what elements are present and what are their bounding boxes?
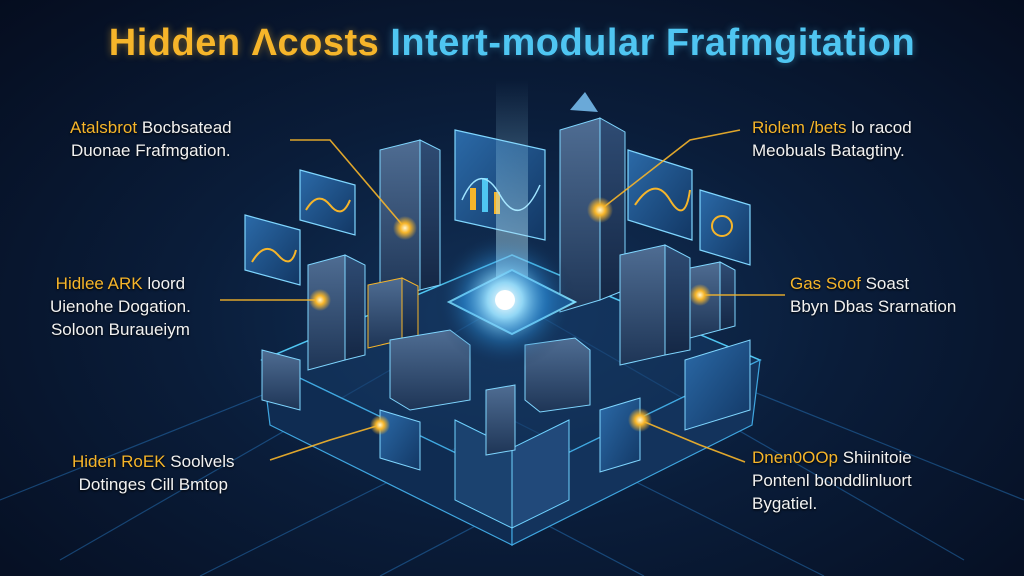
callout-text: Duonae Frafmgation. (70, 141, 231, 160)
callout-text: Soloon Buraueiym (50, 320, 190, 339)
callout-highlight: Riolem /bets (752, 118, 847, 137)
callout-text: Meobuals Batagtiny. (752, 141, 905, 160)
callout-node (628, 408, 652, 432)
callout-node (309, 289, 331, 311)
callout-text: Soolvels (165, 452, 235, 471)
main-title: Hidden Λcosts Intert-modular Frafmgitati… (0, 22, 1024, 65)
building-left-small (367, 277, 419, 349)
callout-top-right: Riolem /bets lo racod Meobuals Batagtiny… (752, 116, 912, 162)
callout-text: loord (142, 274, 186, 293)
callout-text: lo racod (846, 118, 912, 137)
callout-text: Dotinges Cill Bmtop (78, 475, 228, 494)
callout-text: Bocbsatead (137, 118, 232, 137)
callout-bottom-right: Dnen0OOp Shiinitoie Pontenl bonddlinluor… (752, 446, 912, 515)
callout-node (393, 216, 417, 240)
callout-highlight: Dnen0OOp (752, 448, 838, 467)
callout-top-left: Atalsbrot Bocbsatead Duonae Frafmgation. (70, 116, 232, 162)
callout-text: Uienohe Dogation. (50, 297, 191, 316)
callout-text: Bbyn Dbas Srarnation (790, 297, 957, 316)
callout-node (370, 415, 390, 435)
callout-text: Soast (860, 274, 910, 293)
callout-nodes (309, 197, 711, 435)
callout-connectors (220, 129, 785, 463)
callout-text: Bygatiel. (752, 494, 818, 513)
central-core (435, 80, 578, 370)
callout-middle-left: Hidlee ARK loord Uienohe Dogation. Soloo… (50, 272, 191, 341)
callout-highlight: Atalsbrot (70, 118, 138, 137)
main-title-part1: Hidden Λcosts (108, 22, 380, 64)
building-tower-tall (559, 92, 626, 313)
callout-bottom-left: Hiden RoEK Soolvels Dotinges Cill Bmtop (72, 450, 235, 496)
callout-middle-right: Gas Soof Soast Bbyn Dbas Srarnation (790, 272, 956, 318)
callout-text: Pontenl bonddlinluort (752, 471, 912, 490)
building-left-mid (307, 254, 366, 371)
callout-highlight: Hidlee ARK (55, 274, 143, 293)
callout-highlight: Gas Soof (790, 274, 861, 293)
callout-highlight: Hiden RoEK (72, 452, 166, 471)
callout-node (689, 284, 711, 306)
building-right-mid (619, 244, 691, 366)
main-title-part2: Intert-modular Frafmgitation (390, 22, 916, 64)
callout-node (587, 197, 613, 223)
callout-text: Shiinitoie (838, 448, 912, 467)
